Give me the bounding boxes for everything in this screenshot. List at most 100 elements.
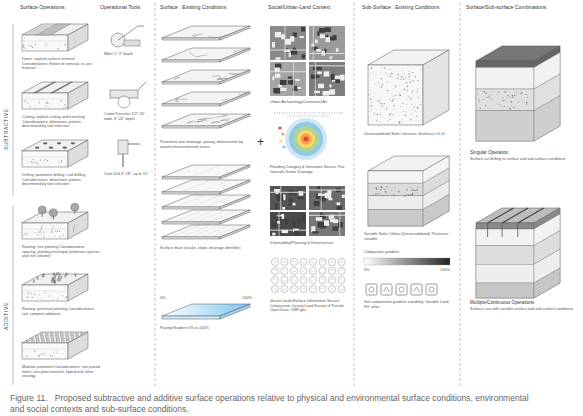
illustration-circle: [61, 160, 62, 161]
illustration-circle: [24, 101, 25, 102]
illustration-rect: [76, 335, 79, 337]
illustration-rect: [476, 111, 534, 141]
illustration-circle: [370, 109, 372, 111]
illustration-circle: [387, 90, 388, 91]
illustration-rect: [302, 54, 305, 58]
illustration-circle: [319, 258, 326, 265]
illustration-circle: [375, 83, 377, 85]
illustration-circle: [507, 95, 509, 97]
illustration-path: [64, 274, 66, 277]
illustration-circle: [514, 107, 515, 108]
iso-face: [22, 35, 68, 51]
illustration-circle: [37, 297, 39, 299]
illustration-rect: [295, 79, 299, 81]
illustration-circle: [402, 69, 404, 71]
illustration-path: [283, 280, 287, 282]
illustration-circle: [379, 193, 381, 195]
illustration-circle: [509, 108, 511, 110]
illustration-path: [302, 288, 306, 289]
illustration-rect: [270, 212, 306, 236]
illustration-circle: [63, 235, 64, 236]
illustration-circle: [404, 195, 405, 196]
illustration-circle: [510, 101, 512, 103]
illustration-line: [274, 113, 344, 114]
illustration-circle: [400, 95, 401, 96]
illustration-circle: [64, 44, 66, 46]
illustration-circle: [328, 258, 335, 265]
column-heading: Surface Operations: [20, 4, 100, 10]
illustration-circle: [410, 119, 412, 121]
illustration-circle: [403, 79, 404, 80]
illustration-circle: [378, 193, 379, 194]
illustration-circle: [23, 234, 24, 235]
label-wrapper: Soil composition gradient suitability: V…: [364, 300, 454, 309]
illustration-rect: [66, 338, 69, 340]
illustration-rect: [81, 333, 84, 335]
illustration-rect: [338, 222, 343, 227]
illustration-circle: [401, 76, 402, 77]
illustration-circle: [309, 258, 316, 265]
illustration-rect: [288, 76, 292, 78]
illustration-circle: [376, 120, 377, 121]
illustration-rect: [325, 193, 331, 199]
illustration-rect: [318, 84, 324, 88]
illustration-circle: [394, 97, 396, 99]
illustration-rect: [35, 335, 38, 337]
illustration-path: [42, 274, 44, 277]
illustration-rect: [26, 341, 29, 343]
illustration-circle: [32, 297, 33, 298]
illustration-circle: [416, 189, 418, 191]
illustration-rect: [476, 89, 534, 111]
illustration-circle: [289, 122, 323, 156]
iso-face: [162, 237, 220, 239]
surface-condition-slabs: [162, 26, 250, 319]
illustration-circle: [38, 231, 40, 233]
illustration-path: [202, 181, 229, 192]
illustration-path: [330, 269, 334, 271]
illustration-circle: [516, 92, 517, 93]
illustration-path: [235, 49, 246, 52]
illustration-circle: [33, 46, 35, 48]
illustration-circle: [389, 99, 391, 101]
illustration-rect: [285, 39, 291, 45]
illustration-line: [321, 186, 322, 210]
illustration-rect: [272, 42, 275, 48]
illustration-path: [193, 166, 220, 177]
illustration-circle: [278, 126, 281, 129]
illustration-rect: [62, 341, 65, 343]
illustration-circle: [27, 292, 28, 293]
illustration-circle: [49, 236, 51, 238]
iso-face: [220, 48, 250, 62]
illustration-rect: [317, 186, 322, 189]
illustration-rect: [31, 341, 34, 343]
illustration-rect: [272, 233, 275, 236]
illustration-path: [176, 100, 180, 103]
annotation-text: Paving/Gradient 0% to 100%: [160, 326, 252, 331]
illustration-rect: [31, 338, 34, 340]
illustration-line: [155, 3, 156, 388]
illustration-circle: [47, 160, 48, 161]
illustration-rect: [41, 338, 44, 340]
illustration-rect: [331, 74, 335, 80]
illustration-circle: [485, 105, 486, 106]
illustration-path: [183, 181, 210, 192]
illustration-line: [309, 53, 345, 54]
illustration-line: [22, 229, 68, 230]
illustration-circle: [526, 103, 527, 104]
illustration-path: [40, 225, 42, 233]
illustration-rect: [272, 223, 277, 227]
illustration-rect: [336, 202, 340, 205]
label-wrapper: Core Drill 4"-18", up to 10': [104, 172, 152, 177]
illustration-circle: [392, 114, 393, 115]
illustration-line: [22, 291, 68, 292]
illustration-rect: [320, 34, 325, 38]
illustration-path: [311, 287, 315, 289]
illustration-circle: [478, 99, 479, 100]
illustration-circle: [383, 103, 384, 104]
illustration-circle: [384, 71, 386, 73]
illustration-path: [311, 279, 315, 281]
illustration-path: [283, 269, 287, 271]
illustration-line: [22, 157, 68, 158]
illustration-circle: [59, 236, 60, 237]
illustration-circle: [45, 159, 46, 160]
